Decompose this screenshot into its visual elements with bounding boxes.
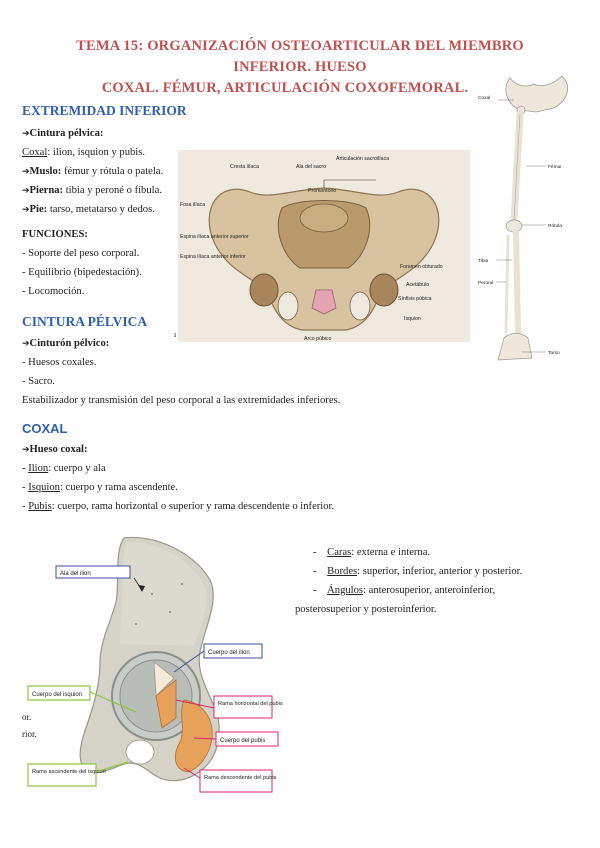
coxal-list: ➔Hueso coxal: - Ilion: cuerpo y ala - Is… — [22, 440, 334, 516]
funciones-block: FUNCIONES: - Soporte del peso corporal. … — [22, 225, 142, 301]
skeleton-label: Coxal — [478, 95, 490, 101]
cintura-item: - Sacro. — [22, 376, 55, 387]
pelvis-label: Ala del sacro — [296, 164, 326, 170]
title-line-1: TEMA 15: ORGANIZACIÓN OSTEOARTICULAR DEL… — [76, 38, 524, 75]
label-rama-ascendente-isquion: Rama ascendente del isquion — [32, 769, 106, 775]
funcion-item: - Soporte del peso corporal. — [22, 248, 140, 259]
page-title: TEMA 15: ORGANIZACIÓN OSTEOARTICULAR DEL… — [40, 36, 560, 99]
stray-fragment: or. — [22, 712, 32, 722]
pelvis-label: Isquion — [404, 316, 421, 322]
arrow-icon: ➔ — [22, 204, 30, 214]
pelvis-label: Espina ilíaca anterior inferior — [180, 254, 246, 260]
angulos-line: - Ángulos: anterosuperior, anteroinferio… — [313, 585, 496, 596]
muslo-line: ➔Muslo: fémur y rótula o patela. — [22, 166, 164, 177]
coxal-bone-figure: Ala del ilion Cuerpo del ilion Cuerpo de… — [27, 536, 283, 793]
label-cuerpo-ilion: Cuerpo del ilion — [208, 650, 250, 656]
cintura-list: ➔Cinturón pélvico: - Huesos coxales. - S… — [22, 334, 340, 410]
skeleton-label: Tibia — [478, 258, 489, 264]
pelvis-label: Sínfisis púbica — [398, 296, 432, 302]
cinturon-line: ➔Cinturón pélvico: — [22, 338, 110, 349]
label-ala-ilion: Ala del ilion — [60, 571, 91, 577]
pelvis-label: Arco púbico — [304, 336, 332, 342]
extremidad-list: ➔Cintura pélvica: Coxal: ilion, isquion … — [22, 124, 163, 219]
label-cuerpo-isquion: Cuerpo del isquion — [32, 692, 82, 698]
isquion-line: - Isquion: cuerpo y rama ascendente. — [22, 482, 178, 493]
pelvis-label: Acetábulo — [406, 282, 429, 288]
pubis-line: - Pubis: cuerpo, rama horizontal o super… — [22, 501, 335, 512]
arrow-icon: ➔ — [22, 128, 30, 138]
arrow-icon: ➔ — [22, 444, 30, 454]
label-cuerpo-pubis: Cuerpo del pubis — [220, 738, 265, 744]
pelvis-label: Promontorio — [308, 188, 336, 194]
pelvis-label: Espina ilíaca anterior superior — [180, 234, 249, 240]
cintura-pelvica-line: ➔Cintura pélvica: — [22, 128, 104, 139]
heading-cintura: CINTURA PÉLVICA — [22, 314, 148, 329]
arrow-icon: ➔ — [22, 166, 30, 176]
funcion-item: - Equilibrio (bipedestación). — [22, 267, 142, 278]
pelvis-drawing — [208, 179, 440, 331]
caras-line: - Caras: externa e interna. — [313, 547, 431, 558]
pelvis-label: Foramen obturado — [400, 264, 443, 270]
arrow-icon: ➔ — [22, 185, 30, 195]
angulos-cont-line: posterosuperior y posteroinferior. — [295, 604, 437, 615]
ilion-line: - Ilion: cuerpo y ala — [22, 463, 106, 474]
label-rama-descendente-pubis: Rama descendente del pubis — [204, 775, 277, 781]
stray-fragment: rior. — [22, 729, 37, 739]
cintura-description: Estabilizador y transmisión del peso cor… — [22, 395, 341, 406]
skeleton-label: Peroné — [478, 280, 494, 286]
hueso-coxal-line: ➔Hueso coxal: — [22, 444, 88, 455]
cintura-item: - Huesos coxales. — [22, 357, 97, 368]
title-line-2: COXAL. FÉMUR, ARTICULACIÓN COXOFEMORAL. — [101, 80, 469, 96]
pie-line: ➔Pie: tarso, metatarso y dedos. — [22, 204, 155, 215]
pelvis-label: Fosa ilíaca — [180, 202, 205, 208]
page-marker: ı — [174, 330, 177, 339]
pelvis-figure: Cresta ilíaca Ala del sacro Articulación… — [178, 150, 470, 342]
features-list: - Caras: externa e interna. - Bordes: su… — [295, 543, 522, 619]
heading-coxal: COXAL — [22, 421, 68, 436]
lower-limb-skeleton: Coxal Fémur Rótula Tibia Peroné Tarso — [476, 70, 586, 380]
funcion-item: - Locomoción. — [22, 286, 85, 297]
coxal-line: Coxal: ilion, isquion y pubis. — [22, 147, 146, 158]
arrow-icon: ➔ — [22, 338, 30, 348]
label-rama-horizontal-pubis: Rama horizontal del pubis — [218, 701, 283, 707]
skeleton-label: Tarso — [548, 350, 560, 356]
funciones-label: FUNCIONES: — [22, 229, 88, 240]
pelvis-label: Articulación sacroilíaca — [336, 156, 389, 162]
pelvis-label: Cresta ilíaca — [230, 164, 259, 170]
heading-extremidad: EXTREMIDAD INFERIOR — [22, 103, 187, 118]
skeleton-label: Fémur — [548, 164, 562, 170]
bordes-line: - Bordes: superior, inferior, anterior y… — [313, 566, 523, 577]
skeleton-label: Rótula — [548, 223, 562, 229]
pierna-line: ➔Pierna: tibia y peroné o fíbula. — [22, 185, 162, 196]
